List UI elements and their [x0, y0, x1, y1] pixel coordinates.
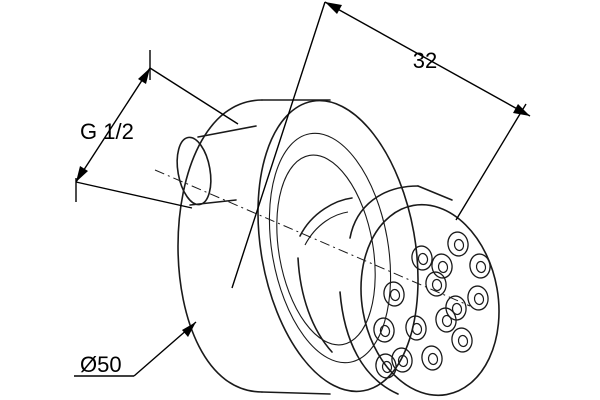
spray-nozzle	[447, 231, 469, 257]
dimension-length-label: 32	[413, 48, 437, 73]
spray-nozzle	[445, 295, 467, 321]
spray-nozzle	[421, 345, 443, 371]
spray-nozzle	[405, 315, 427, 341]
spray-nozzle	[425, 271, 447, 297]
wall-flange	[177, 99, 419, 395]
spray-nozzle	[469, 253, 491, 279]
dimension-thread-label: G 1/2	[80, 119, 134, 144]
spray-nozzle	[467, 285, 489, 311]
spray-nozzle	[375, 353, 397, 379]
spray-nozzle	[391, 347, 413, 373]
nozzle-head	[339, 185, 500, 397]
spray-nozzle	[383, 281, 405, 307]
dimension-length: 32	[231, 1, 531, 289]
spray-nozzle	[373, 317, 395, 343]
dimension-diameter-label: Ø50	[80, 352, 122, 377]
nozzle-group	[373, 231, 491, 379]
spray-nozzle	[435, 307, 457, 333]
spray-nozzle	[451, 327, 473, 353]
threaded-connector	[176, 125, 257, 206]
center-axis	[154, 169, 471, 307]
connector-neck	[297, 197, 353, 353]
spray-nozzle	[411, 245, 433, 271]
dimension-thread: G 1/2	[75, 50, 239, 209]
dimension-diameter: Ø50	[74, 321, 197, 377]
